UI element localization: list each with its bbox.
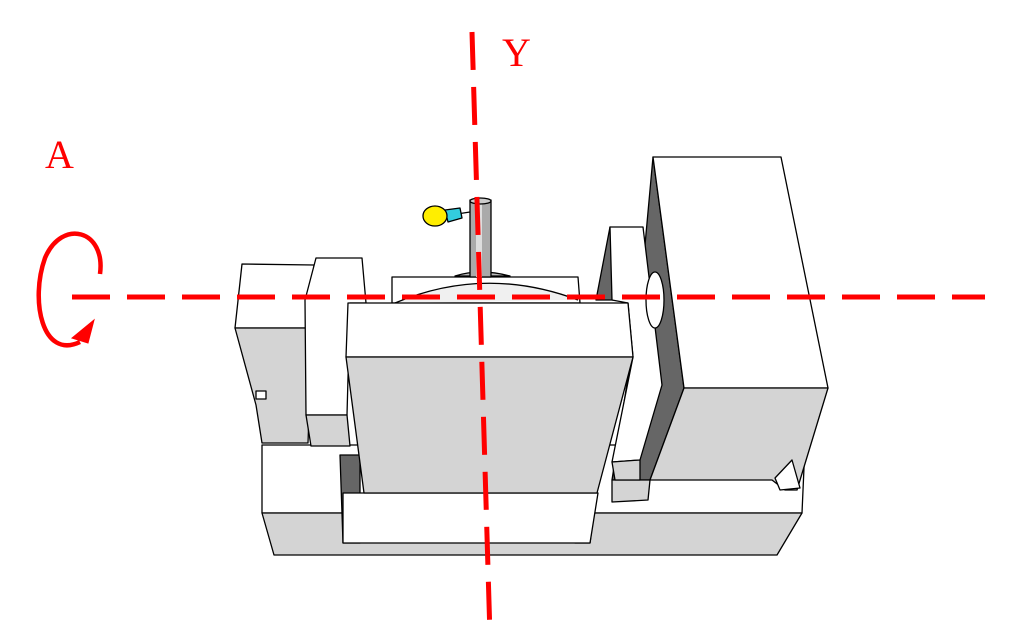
left-block — [234, 263, 315, 444]
y-axis-line — [469, 31, 493, 637]
center-block — [345, 302, 634, 494]
rotation-arrow-icon — [36, 231, 103, 348]
axes — [36, 31, 985, 637]
right-bracket — [595, 226, 665, 481]
bearing-hole — [645, 271, 665, 329]
y-axis-label: Y — [502, 30, 531, 75]
a-axis-label: A — [45, 132, 74, 177]
small-bolt — [255, 390, 267, 400]
probe-tip — [422, 205, 448, 227]
probe — [422, 205, 471, 227]
